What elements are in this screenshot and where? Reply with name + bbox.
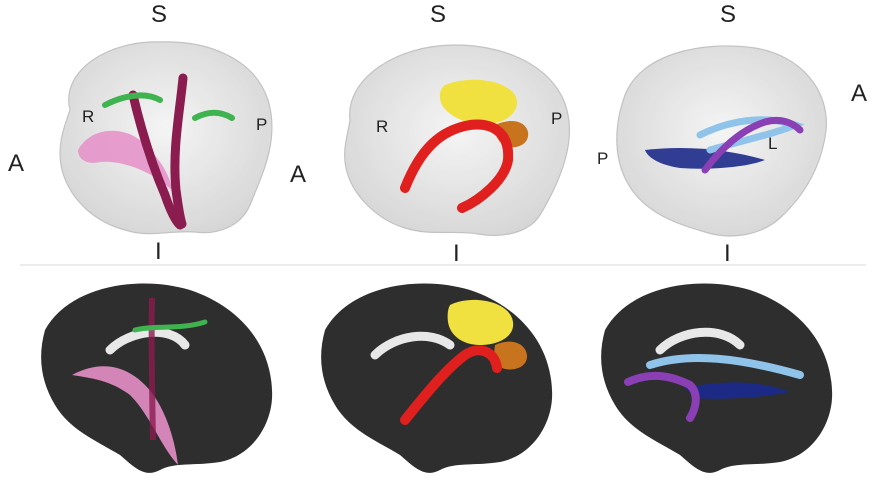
label-superior-right: S — [720, 1, 737, 28]
yellow-tract-bottom-middle — [447, 299, 514, 345]
green-tract-left — [102, 92, 235, 121]
label-inferior-middle: I — [453, 240, 460, 267]
yellow-tract-middle — [439, 79, 518, 125]
navy-tract-bottom-right — [685, 382, 790, 399]
maroon-tract-bottom-left — [148, 297, 156, 441]
sagittal-slice-left — [41, 283, 273, 473]
label-superior-middle: S — [430, 1, 447, 28]
pink-tract-left — [78, 130, 172, 190]
label-posterior-left: P — [256, 115, 268, 134]
purple-tract-bottom-right — [624, 371, 700, 422]
sagittal-slice-right — [601, 283, 833, 473]
label-inferior-left: I — [155, 238, 162, 265]
orange-tract-bottom-middle — [494, 341, 528, 370]
label-superior-left: S — [151, 1, 168, 28]
label-anterior-middle: A — [290, 161, 307, 188]
label-posterior-right: P — [597, 149, 609, 168]
maroon-tract-left-a — [128, 90, 185, 230]
pink-tract-bottom-left — [72, 366, 178, 465]
green-tract-bottom-left — [132, 319, 208, 333]
label-right-middle: R — [376, 117, 389, 136]
label-inferior-right: I — [724, 240, 731, 267]
lightblue-tract-bottom-right — [646, 353, 804, 379]
label-anterior-left: A — [8, 150, 25, 177]
navy-tract-right — [645, 148, 765, 169]
glass-brain-right-shape — [616, 45, 827, 237]
glass-brain-middle-shape — [344, 44, 570, 237]
label-left-right: L — [768, 134, 778, 153]
corpus-callosum-right — [655, 327, 745, 355]
glass-brain-left-shape — [59, 41, 273, 235]
maroon-tract-left-b — [170, 73, 188, 229]
label-anterior-right: A — [851, 80, 868, 107]
label-right-left: R — [82, 107, 95, 126]
red-tract-bottom-middle — [400, 345, 502, 425]
red-tract-middle — [400, 119, 514, 213]
purple-tract-right — [701, 116, 804, 174]
label-posterior-middle: P — [551, 109, 563, 128]
corpus-callosum-middle — [370, 331, 455, 360]
